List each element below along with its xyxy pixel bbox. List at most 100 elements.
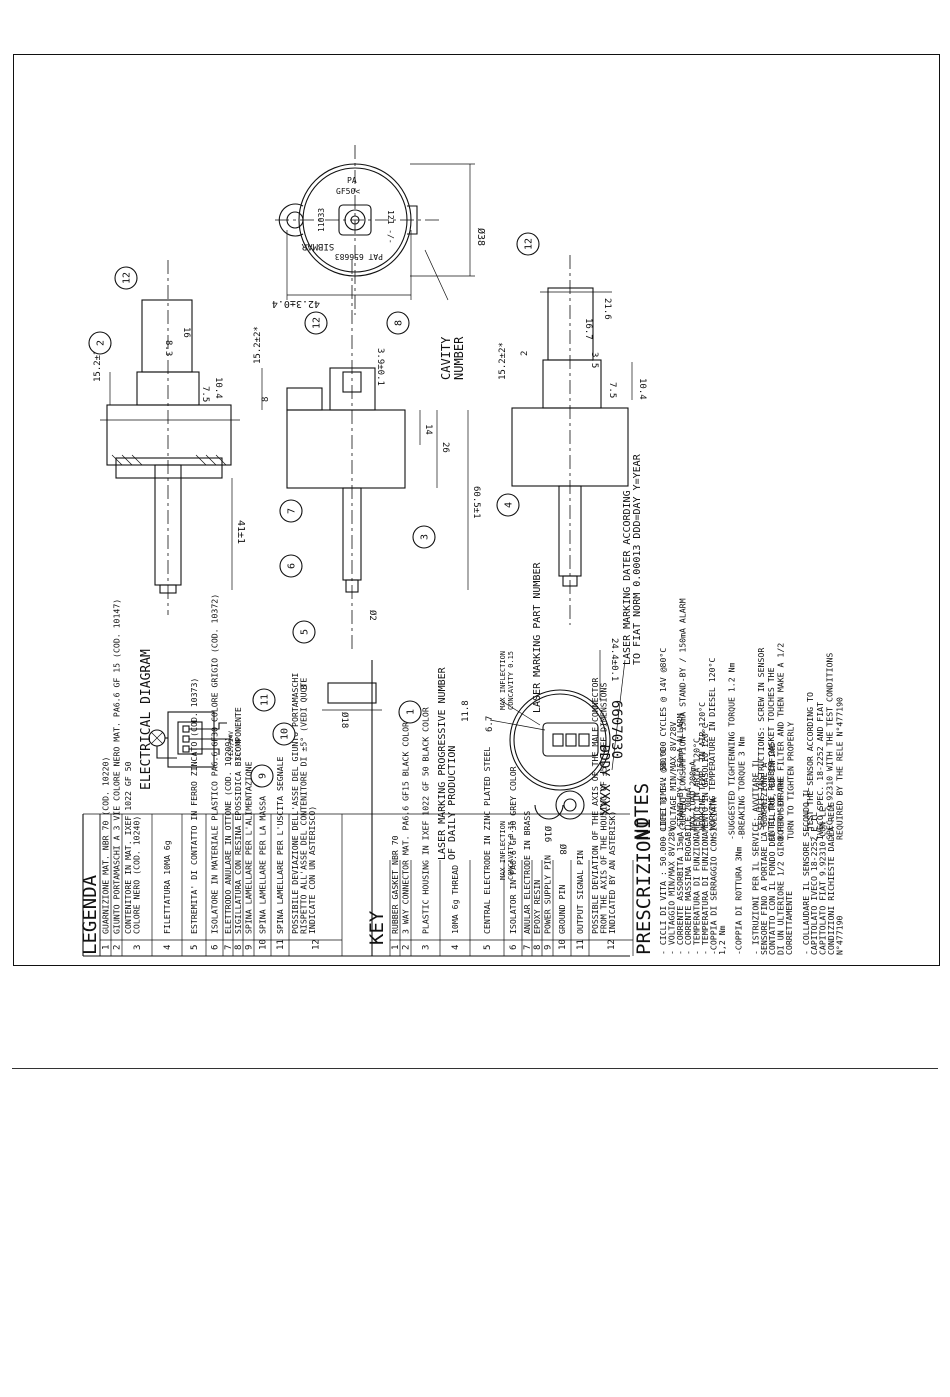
svg-text:1: 1: [406, 709, 417, 715]
svg-text:12: 12: [524, 238, 535, 250]
notes-line: BOTTOM OF THE FILTER AND THEN MAKE A 1/2: [776, 643, 786, 840]
balloon-6: 6: [279, 554, 303, 578]
laser-part-label: LASER MARKING PART NUMBER: [532, 562, 543, 713]
balloon-5: 5: [292, 620, 316, 644]
key-row-4: 4 10MA 6g THREAD: [439, 860, 461, 956]
prescrizioni-line: - VOLTAGGIO MIN/MAX 8V/28V: [666, 827, 676, 955]
part-number-marking: 6607030: [608, 700, 624, 759]
legenda-row-number: 3: [133, 945, 143, 950]
dim-gasket-3: 3: [300, 685, 310, 690]
prescrizioni-line: DI UN ULTERIORE 1/2 GIRO PER SERRARE: [776, 777, 786, 955]
svg-text:12: 12: [122, 272, 133, 284]
prescrizioni-text: - CICLI DI VITA : 50.000 CICLI @ 14V @80…: [658, 713, 844, 955]
svg-text:12: 12: [312, 317, 323, 329]
dim-center-15: 15.2±2*: [253, 326, 263, 364]
prescrizioni-line: -COPPIA DI ROTTURA 3Nm: [734, 846, 744, 955]
key-row-number: 1: [391, 945, 401, 950]
key-row-number: 8: [533, 945, 543, 950]
balloon-9: 9: [250, 764, 274, 788]
max-inflection-top: MAX INFLECTIONCONCAVITY 0.15: [499, 651, 515, 710]
legenda-row-text: POSSIBILE DEVIAZIONE DELL'ASSE DEL GIUNT…: [290, 673, 300, 934]
legenda-row-number: 9: [245, 945, 255, 950]
electrical-diagram-title: ELECTRICAL DIAGRAM: [139, 649, 154, 790]
balloon-12-copy-2: 12: [516, 232, 540, 256]
balloon-8: 8: [386, 311, 410, 335]
legenda-row-number: 11: [276, 939, 286, 950]
dim-gasket-18: Ø18: [339, 712, 350, 728]
dim-face-16: Ø16: [542, 826, 553, 842]
balloon-12-copy-1: 12: [304, 311, 328, 335]
max-inflection-bottom: MAX INFLECTIONCONCAVITY 0.15: [499, 821, 515, 880]
dim-right-216: 21.6: [602, 298, 612, 320]
prescrizioni-line: CORRETTAMENTE: [784, 891, 794, 955]
legenda-row-text: CONTENITORE IN MAT. IXEF 1022 GF 50: [123, 761, 133, 934]
dim-center-d2: Ø2: [367, 610, 378, 621]
logo-text-code: 11033: [317, 208, 326, 232]
legenda-row-text: FILETTATURA 10MA 6g: [162, 840, 172, 934]
dim-center-14: 14: [423, 424, 433, 435]
logo-text-121: 121 -/-: [386, 210, 395, 244]
dim-center-26: 26: [440, 442, 450, 453]
key-row-text: ISOLATOR IN PA6.6 GF 30 GREY COLOR: [508, 766, 518, 934]
prescrizioni-line: 1,2 Nm: [717, 925, 727, 955]
dim-right-167: 16.7: [583, 318, 593, 340]
balloon-12: 12: [114, 266, 138, 290]
prescrizioni-line: - COLLAUDARE IL SENSORE SECONDO IL: [801, 787, 811, 955]
side-view-center: 15.2±2* 3.9±0.1 8 14 26 60.5±1 Ø2 Ø18 3: [253, 260, 481, 728]
notes-line: - CURRENT CONSUMPTION 15mA STAND-BY / 15…: [678, 598, 688, 840]
dim-right-15: 15.2±2*: [498, 342, 508, 380]
key-row-text: CENTRAL ELECTRODE IN ZINC PLATED STEEL: [482, 747, 492, 934]
key-row-number: 4: [451, 945, 461, 950]
key-title: KEY: [366, 910, 388, 945]
legenda-row-12: 12 POSSIBILE DEVIAZIONE DELL'ASSE DEL GIU…: [288, 673, 322, 956]
laser-dater-label: LASER MARKING DATER ACCORDINGTO FIAT NOR…: [622, 453, 643, 665]
electrical-diagram: ELECTRICAL DIAGRAM +12V/24V KEY ON: [139, 649, 242, 790]
dim-center-8: 8: [261, 397, 271, 402]
dim-width-42: 42.3±0.4: [272, 298, 320, 309]
legenda-row-text: SIGILLATURA CON RESINA EPOSSIDICA BICOMP…: [233, 707, 243, 934]
drawing-frame: [13, 54, 940, 966]
svg-text:11: 11: [260, 694, 271, 706]
legenda-row-number: 6: [211, 945, 221, 950]
legenda-row-text: RISPETTO ALL'ASSE DEL CONTENITORE DI ±5°…: [299, 678, 309, 934]
prescrizioni-line: CONDIZIONI RICHIESTE DALLA RELE: [826, 802, 836, 955]
key-row-text: GROUND PIN: [557, 885, 567, 934]
legenda-row-number: 12: [312, 939, 322, 950]
key-row-text: PLASTIC HOUSING IN IXEF 1022 GF 50 BLACK…: [421, 707, 431, 934]
svg-text:6: 6: [287, 563, 298, 569]
notes-line: IVECO SPEC. 18-2252 AND FIAT: [815, 702, 825, 840]
dim-right-75: 7.5: [607, 382, 617, 398]
key-row-text: OUTPUT SIGNAL PIN: [575, 850, 585, 934]
section-view-left: 41±1 15.2±2* 16 8.3 10.4 7.5: [93, 260, 246, 615]
key-row-text: RUBBER GASKET NBR 70: [390, 835, 400, 934]
balloon-4: 4: [496, 493, 520, 517]
legenda-row-text: SPINA LAMELLARE PER L'USCITA SEGNALE: [275, 756, 285, 934]
key-row-number: 12: [607, 939, 617, 950]
dim-face-67: 6.7: [485, 716, 495, 732]
logo-text: SIBMAR: [301, 241, 334, 251]
dim-face-244: 24.4±0.1: [609, 638, 619, 681]
dim-right-104: 10.4: [637, 378, 647, 400]
key-row-number: 5: [483, 945, 493, 950]
notes-line: - WORKING TEMPERATURE IN DIESEL 120°C: [707, 658, 717, 840]
key-row-number: 11: [576, 939, 586, 950]
legenda-row-text: SPINA LAMELLARE PER L'ALIMENTAZIONE: [244, 761, 254, 934]
key-row-number: 2: [402, 945, 412, 950]
logo-text-pat: PAT 656683: [335, 252, 383, 261]
prescrizioni-line: - CICLI DI VITA : 50.000 CICLI @ 14V @80…: [658, 748, 668, 955]
prescrizioni-line: CONTATTO CON IL FONDO DEL FILTRO, ED INF…: [767, 743, 777, 955]
side-view-right: 15.2±2* 2 3.5 16.7 21.6 7.5 10.4: [498, 255, 647, 625]
notes-title: NOTES: [631, 783, 653, 840]
key-row-text: 10MA 6g THREAD: [450, 865, 460, 934]
prescrizioni-line: - TEMPERATURA DI FUNZIONAMENTO IN GASOLI…: [700, 723, 710, 955]
dim-face-118: 11.8: [461, 700, 471, 722]
